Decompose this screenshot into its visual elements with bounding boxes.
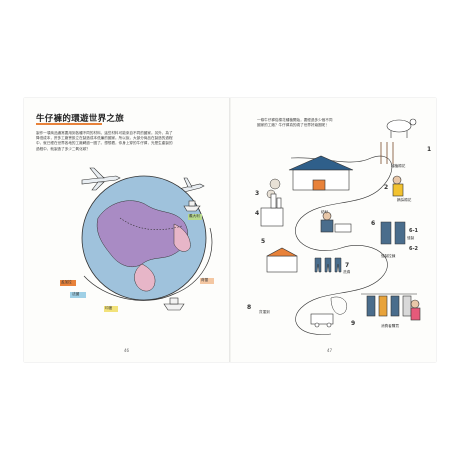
globe-illustration xyxy=(60,167,214,312)
map-label: 孟加拉 xyxy=(61,280,72,284)
continent-shape xyxy=(134,263,156,292)
step-label: 貨運到 xyxy=(259,310,270,314)
step-label: 縫製拉鍊 xyxy=(381,254,396,258)
step-number: 7 xyxy=(345,262,350,269)
map-outline xyxy=(330,296,347,315)
step-number: 3 xyxy=(255,190,260,197)
step-label: 摘採棉花 xyxy=(397,198,412,202)
label-chip xyxy=(60,280,76,286)
intro-paragraph: 一條牛仔褲從棉花種植開始，要經過多少個不同國家的工廠？牛仔褲真的繞了世界好幾圈呢… xyxy=(257,118,333,128)
step-label: 紡紗 xyxy=(321,210,329,214)
clothing-rack-icon xyxy=(361,293,417,317)
step-number: 2 xyxy=(384,184,389,191)
journey-path xyxy=(290,155,393,335)
map-label: 法國 xyxy=(72,292,80,296)
right-page: 一條牛仔褲從棉花種植開始，要經過多少個不同國家的工廠？牛仔褲真的繞了世界好幾圈呢… xyxy=(231,98,436,362)
map-label: 荷蘭 xyxy=(201,278,209,282)
step-label: 洗滌 xyxy=(343,270,351,274)
building-icon xyxy=(266,247,298,273)
intro-paragraph: 製作一項商品通常要用到各種不同的材料，這些材料可能來自不同的國家。另外，為了降低… xyxy=(36,131,173,151)
page-number: 47 xyxy=(327,348,333,353)
step-number: 9 xyxy=(351,320,356,327)
route-line xyxy=(83,227,213,301)
step-number: 5 xyxy=(261,238,266,245)
person-icon xyxy=(392,175,404,197)
map-label: 義大利 xyxy=(189,214,200,218)
step-number: 6 xyxy=(371,220,376,227)
page-title: 牛仔褲的環遊世界之旅 xyxy=(36,114,125,124)
factory-icon xyxy=(288,155,354,191)
step-number: 6-2 xyxy=(409,246,419,252)
label-chip xyxy=(188,214,202,220)
continent-shape xyxy=(173,223,191,252)
continent-shape xyxy=(96,200,188,267)
step-number: 6-1 xyxy=(409,228,419,234)
ship-icon xyxy=(163,297,185,311)
label-chip xyxy=(200,278,214,284)
route-line xyxy=(119,217,183,231)
label-chip xyxy=(70,292,86,298)
shopper-icon xyxy=(410,299,421,321)
title-underline xyxy=(36,123,102,125)
step-label: 消費者購買 xyxy=(381,324,399,328)
step-number: 4 xyxy=(255,210,260,217)
truck-icon xyxy=(310,313,334,328)
label-chip xyxy=(104,306,118,312)
step-label: 縫製 xyxy=(407,236,415,240)
airplane-icon xyxy=(81,167,121,191)
jeans-journey-illustration xyxy=(260,118,421,335)
left-page: 牛仔褲的環遊世界之旅 製作一項商品通常要用到各種不同的材料，這些材料可能來自不同… xyxy=(24,98,229,362)
book-spread: 牛仔褲的環遊世界之旅 製作一項商品通常要用到各種不同的材料，這些材料可能來自不同… xyxy=(24,98,436,362)
step-number: 8 xyxy=(247,304,252,311)
worker-icon xyxy=(320,211,352,233)
ship-icon xyxy=(183,200,201,212)
step-label: 種植棉花 xyxy=(391,164,406,168)
page-number: 46 xyxy=(124,348,130,353)
cotton-plant-icon xyxy=(380,142,394,164)
map-label: 印度 xyxy=(105,306,113,310)
mill-icon xyxy=(260,193,284,227)
book-gutter xyxy=(229,98,231,362)
step-number: 1 xyxy=(427,146,432,153)
jeans-icon xyxy=(314,257,342,273)
jeans-piece-icon xyxy=(380,221,406,245)
cow-icon xyxy=(386,118,417,138)
